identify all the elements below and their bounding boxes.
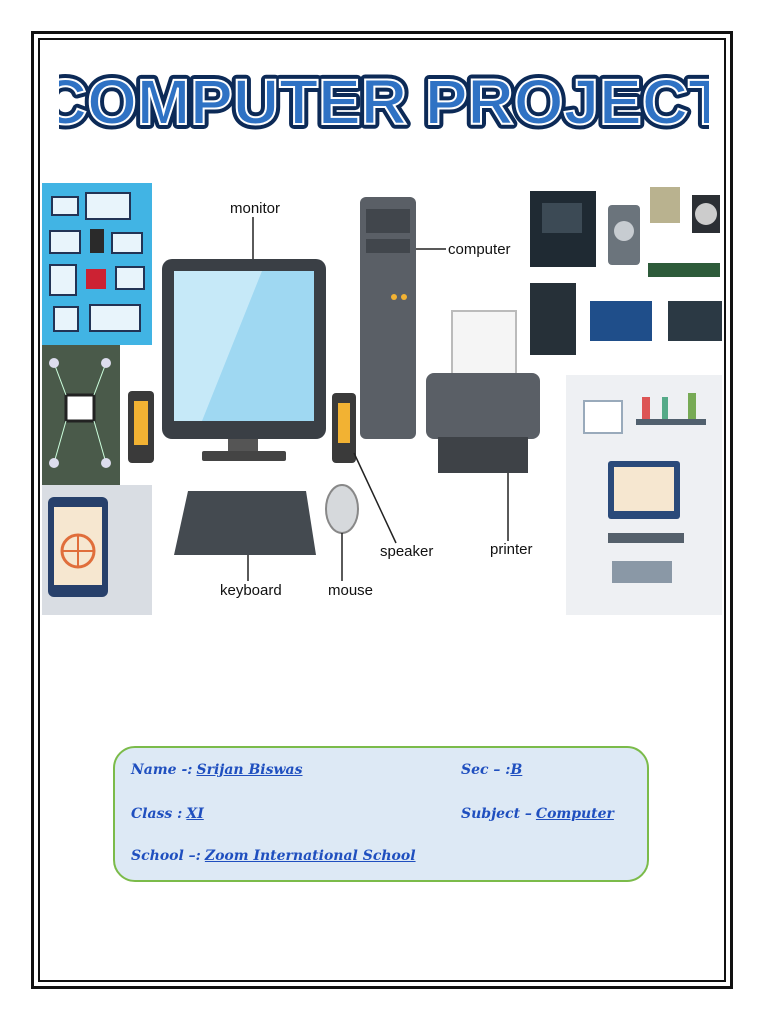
label-speaker: speaker <box>380 543 433 560</box>
title-graphic: COMPUTER PROJECT COMPUTER PROJECT <box>59 62 709 142</box>
devices-tile <box>42 183 152 345</box>
class-value: XI <box>186 806 204 822</box>
section-field: Sec – :B <box>461 762 522 778</box>
student-info-box: Name -:Srijan Biswas Sec – :B Class :XI … <box>113 746 649 882</box>
school-value: Zoom International School <box>204 848 416 864</box>
main-computer-illustration: monitor computer speaker printer keyboar… <box>128 183 558 615</box>
label-monitor: monitor <box>230 200 280 217</box>
subject-label: Subject – <box>461 806 532 822</box>
subject-value: Computer <box>535 806 614 822</box>
name-field: Name -:Srijan Biswas <box>131 762 303 778</box>
circuit-tile <box>42 345 120 485</box>
computer-parts-collage: monitor computer speaker printer keyboar… <box>42 183 722 615</box>
page-border-outer <box>31 31 733 989</box>
class-label: Class : <box>131 806 183 822</box>
section-label: Sec – : <box>461 762 511 778</box>
label-keyboard: keyboard <box>220 582 282 599</box>
school-field: School –:Zoom International School <box>131 848 416 864</box>
section-value: B <box>510 762 523 778</box>
subject-field: Subject –Computer <box>461 806 614 822</box>
name-label: Name -: <box>131 762 193 778</box>
name-value: Srijan Biswas <box>196 762 303 778</box>
label-computer: computer <box>448 241 511 258</box>
workspace-tile <box>566 375 722 615</box>
tablet-tile <box>42 485 152 615</box>
label-mouse: mouse <box>328 582 373 599</box>
class-field: Class :XI <box>131 806 204 822</box>
hardware-components-tile <box>526 183 722 373</box>
page-border-inner <box>38 38 726 982</box>
label-printer: printer <box>490 541 533 558</box>
title-banner: COMPUTER PROJECT COMPUTER PROJECT <box>40 62 728 142</box>
page-title: COMPUTER PROJECT <box>59 66 709 138</box>
page-title-fill: COMPUTER PROJECT <box>59 66 709 138</box>
school-label: School –: <box>131 848 201 864</box>
